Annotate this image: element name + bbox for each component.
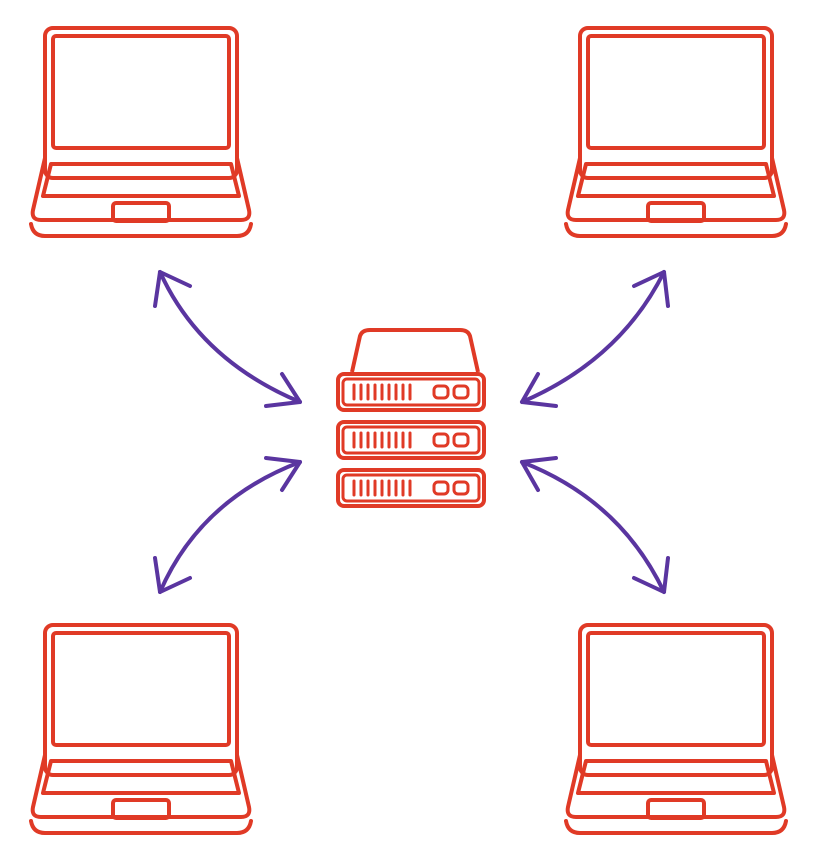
- laptop-bottom-left-icon: [29, 623, 253, 835]
- arrow-bottom-right: [520, 456, 670, 594]
- arrow-top-left: [153, 270, 302, 408]
- arrow-bottom-left: [153, 456, 302, 594]
- laptop-top-left-icon: [29, 26, 253, 238]
- laptop-top-right-icon: [564, 26, 788, 238]
- server-stack-icon: [336, 328, 486, 508]
- laptop-bottom-right-icon: [564, 623, 788, 835]
- arrow-top-right: [520, 270, 670, 408]
